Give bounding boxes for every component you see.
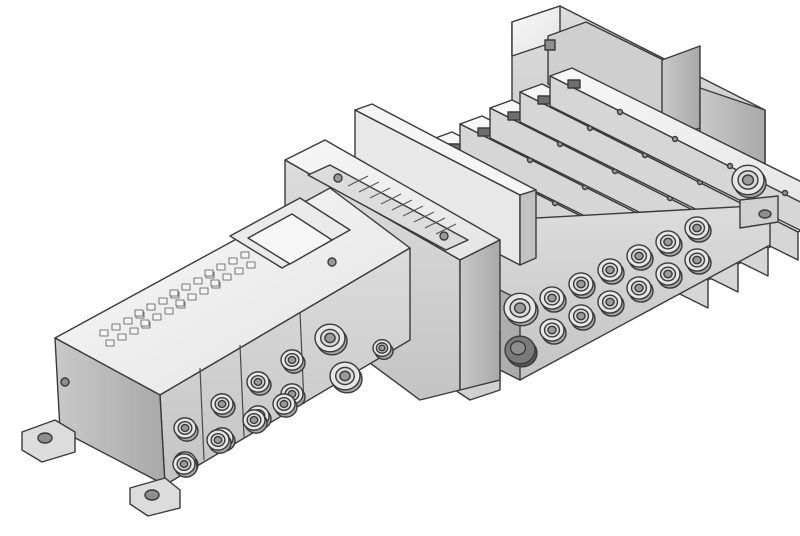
fitting-icon (503, 292, 539, 327)
fitting-icon (539, 318, 567, 345)
fitting-icon (597, 258, 625, 285)
led-window-icon (117, 333, 127, 341)
led-window-icon (187, 293, 197, 301)
plug-icon (504, 335, 538, 368)
led-window-icon (164, 307, 174, 315)
led-window-icon (234, 267, 244, 275)
mounting-foot-front (129, 477, 181, 517)
led-window-icon (204, 269, 214, 277)
led-window-icon (152, 313, 162, 321)
fitting-icon (684, 216, 712, 243)
led-window-icon (193, 277, 203, 285)
fitting-icon (172, 453, 198, 478)
fitting-icon (372, 339, 394, 360)
led-window-icon (240, 251, 250, 259)
fitting-icon (279, 355, 283, 360)
bus-connectors (314, 323, 394, 394)
fitting-icon (731, 164, 767, 199)
fitting-icon (626, 244, 654, 271)
fitting-icon (242, 409, 268, 434)
fitting-icon (655, 262, 683, 289)
fitting-icon (314, 323, 348, 356)
fitting-icon (597, 290, 625, 317)
display-window-icon (247, 213, 333, 265)
led-window-icon (140, 319, 150, 327)
fitting-icon (329, 361, 363, 394)
mounting-foot-left (21, 419, 76, 463)
led-window-icon (210, 279, 220, 287)
led-window-icon (199, 287, 209, 295)
fitting-icon (272, 393, 298, 418)
led-window-icon (216, 263, 226, 271)
fitting-icon (568, 304, 596, 331)
led-window-icon (111, 323, 121, 331)
fitting-icon (655, 230, 683, 257)
led-window-icon (99, 329, 109, 337)
fitting-icon (206, 429, 232, 454)
led-window-icon (246, 261, 256, 269)
fitting-icon (684, 248, 712, 275)
led-window-icon (129, 327, 139, 335)
fitting-icon (173, 417, 199, 442)
led-window-icon (134, 309, 144, 317)
base-port-fittings (503, 216, 712, 368)
fitting-icon (539, 286, 567, 313)
led-window-icon (228, 257, 238, 265)
led-window-icon (175, 299, 185, 307)
fitting-icon (280, 349, 306, 374)
fitting-icon (246, 371, 272, 396)
led-indicator-rows (99, 251, 256, 347)
label-plate (347, 175, 457, 235)
fitting-icon (210, 393, 236, 418)
led-window-icon (181, 283, 191, 291)
led-window-icon (158, 297, 168, 305)
fitting-icon (568, 272, 596, 299)
led-window-icon (146, 303, 156, 311)
led-window-icon (105, 339, 115, 347)
io-connector-ports (172, 349, 306, 478)
fitting-icon (626, 276, 654, 303)
led-window-icon (222, 273, 232, 281)
led-window-icon (169, 289, 179, 297)
led-window-icon (123, 317, 133, 325)
